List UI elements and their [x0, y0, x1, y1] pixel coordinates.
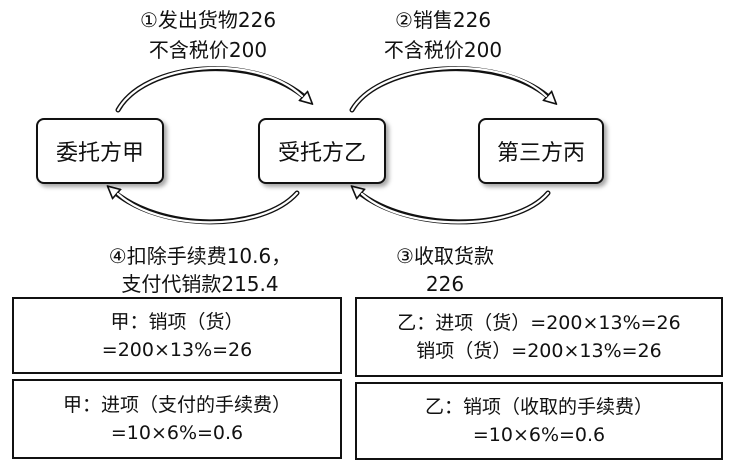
box-yi-fee-tax: 乙：销项（收取的手续费） =10×6%=0.6 — [355, 382, 723, 460]
node-third-party: 第三方丙 — [478, 118, 604, 184]
box-jia-output-tax: 甲：销项（货） =200×13%=26 — [12, 297, 342, 374]
box-jia-output-line1: 甲：销项（货） — [110, 310, 244, 333]
step4-label-line2: 支付代销款215.4 — [121, 272, 279, 296]
box-yi-fee-line2: =10×6%=0.6 — [472, 424, 606, 446]
box-yi-goods-tax: 乙：进项（货）=200×13%=26 销项（货）=200×13%=26 — [355, 297, 723, 377]
box-jia-input-line2: =10×6%=0.6 — [110, 422, 244, 444]
node-consignor: 委托方甲 — [36, 118, 164, 184]
step2-label-line2: 不含税价200 — [383, 38, 503, 62]
box-yi-fee-line1: 乙：销项（收取的手续费） — [424, 396, 653, 418]
node-consignee: 受托方乙 — [258, 118, 386, 184]
step1-label-line1: ①发出货物226 — [139, 8, 277, 32]
step4-label-line1: ④扣除手续费10.6， — [108, 244, 292, 268]
arrow-issue-goods — [115, 66, 308, 113]
step3-label-line2: 226 — [425, 272, 465, 296]
arrow-collect-payment — [356, 190, 551, 225]
step3-label-line1: ③收取货款 — [396, 244, 494, 268]
box-yi-goods-line2: 销项（货）=200×13%=26 — [416, 340, 662, 362]
box-jia-input-tax: 甲：进项（支付的手续费） =10×6%=0.6 — [12, 379, 342, 459]
box-jia-input-line1: 甲：进项（支付的手续费） — [62, 394, 291, 416]
step1-label-line2: 不含税价200 — [148, 38, 268, 62]
step2-label-line1: ②销售226 — [394, 8, 492, 32]
box-jia-output-line2: =200×13%=26 — [101, 338, 253, 361]
arrow-pay-consignor — [112, 190, 300, 225]
arrow-sell — [349, 66, 552, 113]
box-yi-goods-line1: 乙：进项（货）=200×13%=26 — [397, 312, 681, 334]
